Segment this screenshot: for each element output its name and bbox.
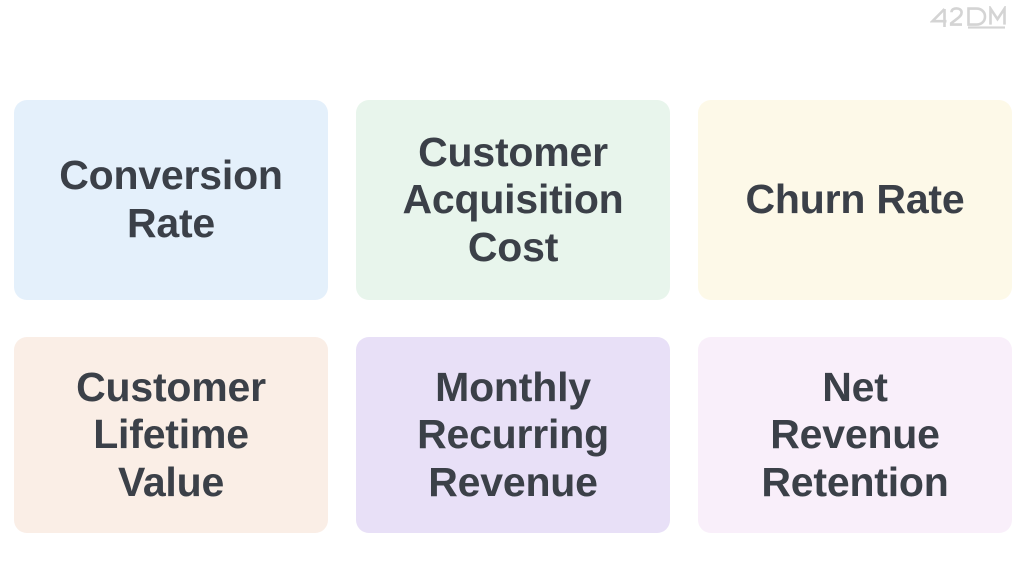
metric-card-conversion-rate[interactable]: Conversion Rate — [14, 100, 328, 300]
metric-card-label: Net Revenue Retention — [761, 363, 949, 505]
metric-card-label: Churn Rate — [745, 176, 965, 223]
metric-card-label: Customer Lifetime Value — [76, 363, 266, 505]
brand-logo — [930, 6, 1014, 30]
metric-card-label: Customer Acquisition Cost — [402, 128, 624, 270]
metric-card-customer-acquisition-cost[interactable]: Customer Acquisition Cost — [356, 100, 670, 300]
metric-card-net-revenue-retention[interactable]: Net Revenue Retention — [698, 337, 1012, 533]
metric-card-monthly-recurring-revenue[interactable]: Monthly Recurring Revenue — [356, 337, 670, 533]
metric-card-label: Conversion Rate — [59, 152, 283, 246]
metrics-grid: Conversion Rate Customer Acquisition Cos… — [14, 100, 1012, 533]
metric-card-customer-lifetime-value[interactable]: Customer Lifetime Value — [14, 337, 328, 533]
metric-card-label: Monthly Recurring Revenue — [417, 363, 609, 505]
42dm-logo-icon — [930, 6, 1006, 29]
logo-underline — [968, 26, 1005, 29]
metric-card-churn-rate[interactable]: Churn Rate — [698, 100, 1012, 300]
